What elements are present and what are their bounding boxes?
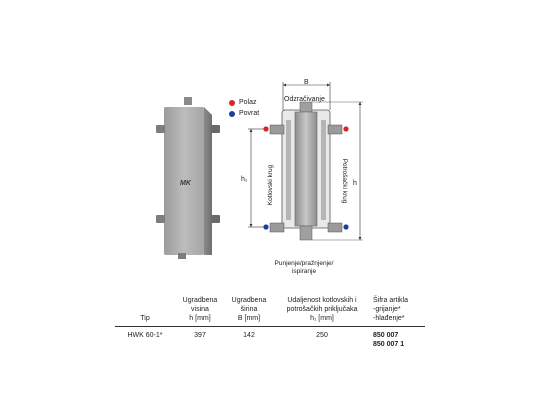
cell-tip: HWK 60-1* (127, 332, 163, 339)
table-header-row: Tip Ugradbena visina h [mm] Ugradbena ši… (115, 296, 425, 327)
h-label: h (353, 180, 357, 187)
header-article-code: Šifra artikla -grijanje* -hlađenje* (371, 296, 425, 327)
h1-label: h₁ (241, 176, 248, 183)
header-height: Ugradbena visina h [mm] (175, 296, 225, 327)
cell-height: 397 (194, 332, 206, 339)
fill-drain-label-line1: Punjenje/pražnjenje/ (274, 260, 334, 267)
product-image: MK (156, 97, 220, 259)
supply-dot-icon (229, 100, 235, 106)
vent-label: Odzračivanje (284, 96, 325, 103)
article-code-cooling: 850 007 1 (373, 341, 405, 348)
header-tip: Tip (115, 296, 175, 327)
spec-table: Tip Ugradbena visina h [mm] Ugradbena ši… (115, 296, 425, 349)
fill-drain-label-line2: ispiranje (291, 268, 317, 275)
boiler-circuit-label: Kotlovski krug (267, 164, 274, 206)
consumer-circuit-label: Potrošački krug (341, 158, 348, 204)
header-distance: Udaljenost kotlovskih i potrošačkih prik… (273, 296, 371, 327)
legend-return-label: Povrat (239, 110, 260, 117)
article-code-heating: 850 007 (373, 332, 399, 339)
table-row: HWK 60-1* 397 142 250 850 007 850 007 1 (115, 327, 425, 350)
return-dot-icon (229, 111, 235, 117)
cell-article-codes: 850 007 850 007 1 (371, 327, 425, 350)
legend-supply-label: Polaz (239, 99, 257, 106)
cell-distance: 250 (316, 332, 328, 339)
fill-drain-label: Punjenje/pražnjenje/ ispiranje (262, 260, 346, 276)
legend: Polaz Povrat (229, 99, 279, 121)
technical-diagram (248, 82, 363, 241)
header-width: Ugradbena širina B [mm] (225, 296, 273, 327)
width-b-label: B (304, 79, 309, 86)
product-logo: MK (180, 180, 192, 187)
cell-width: 142 (243, 332, 255, 339)
